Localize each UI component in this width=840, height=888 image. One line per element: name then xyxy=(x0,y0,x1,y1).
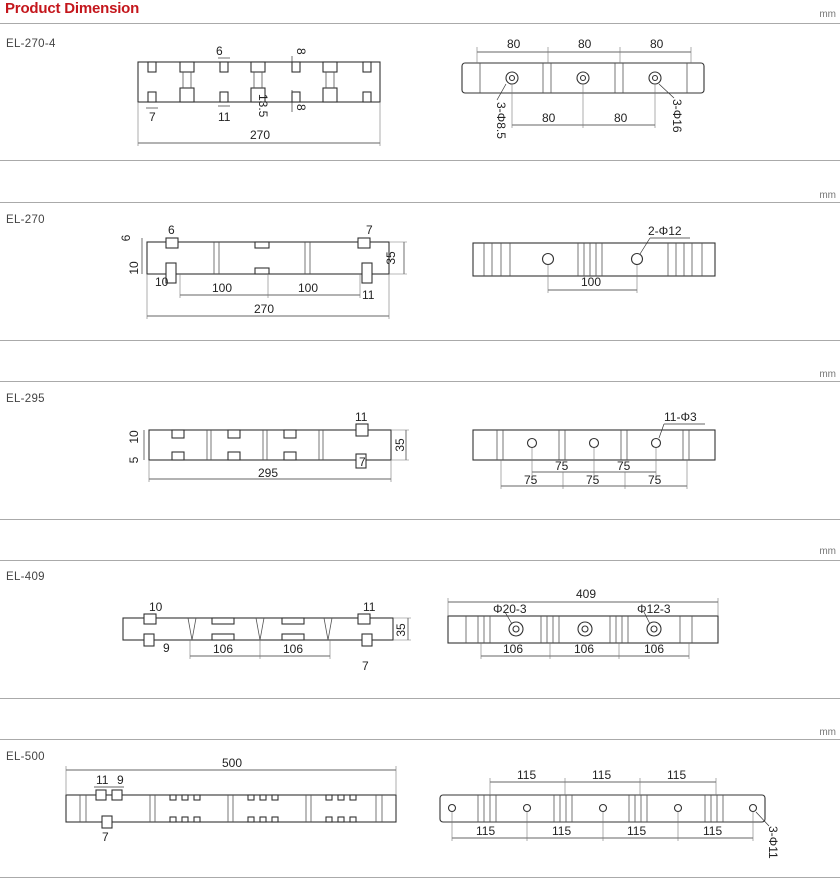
dimension-label: 11 xyxy=(218,110,231,124)
divider xyxy=(0,877,840,878)
divider xyxy=(0,698,840,699)
dimension-label: 100 xyxy=(212,281,232,295)
hole-spec-label: 11-Φ3 xyxy=(664,410,697,424)
dimension-label: 115 xyxy=(703,824,722,838)
dimension-label: 106 xyxy=(644,642,664,656)
dimension-label: 35 xyxy=(394,623,408,637)
page-title: Product Dimension xyxy=(5,0,140,17)
front-view xyxy=(141,237,407,319)
dimension-label: 6 xyxy=(168,223,175,237)
dimension-label: 115 xyxy=(627,824,646,838)
dimension-label: 35 xyxy=(393,438,407,452)
hole-spec-label: Φ12-3 xyxy=(637,602,671,616)
dimension-label: 75 xyxy=(555,459,569,473)
dimension-label: 295 xyxy=(258,466,278,480)
dimension-label: 100 xyxy=(581,275,601,289)
hole-spec-label: 3-Φ8.5 xyxy=(494,102,508,139)
front-view xyxy=(143,423,409,482)
top-view xyxy=(472,423,716,489)
divider xyxy=(0,202,840,203)
top-view xyxy=(461,47,705,128)
dimension-label: 7 xyxy=(359,455,366,469)
divider xyxy=(0,560,840,561)
divider xyxy=(0,739,840,740)
dimension-label: 80 xyxy=(650,37,664,51)
dimension-label: 9 xyxy=(117,773,124,787)
dimension-label: 10 xyxy=(127,261,141,275)
dimension-label: 10 xyxy=(149,600,163,614)
dimension-label: 106 xyxy=(283,642,303,656)
dimension-label: 8 xyxy=(294,48,308,55)
section-el-500: 500 11 9 7 115 115 115 115 115 115 115 3… xyxy=(65,756,780,859)
dimension-label: 6 xyxy=(119,234,133,241)
hole-spec-label: 3-Φ11 xyxy=(766,826,780,859)
hole-spec-label: 2-Φ12 xyxy=(648,224,682,238)
dimension-label: 75 xyxy=(617,459,631,473)
dimension-label: 75 xyxy=(648,473,662,487)
model-label: EL-270 xyxy=(6,214,45,226)
dimension-label: 106 xyxy=(213,642,233,656)
unit-label: mm xyxy=(819,727,836,738)
dimension-label: 115 xyxy=(476,824,495,838)
dimension-label: 35 xyxy=(384,251,398,265)
dimension-label: 100 xyxy=(298,281,318,295)
dimension-label: 115 xyxy=(592,768,611,782)
unit-label: mm xyxy=(819,369,836,380)
unit-label: mm xyxy=(819,9,836,20)
section-el-295: 11 10 35 5 7 295 11-Φ3 75 75 75 75 75 xyxy=(127,410,716,489)
section-el-409: 10 11 35 9 106 106 7 409 Φ20-3 Φ12-3 106… xyxy=(122,587,719,673)
dimension-label: 80 xyxy=(614,111,628,125)
dimension-label: 9 xyxy=(163,641,170,655)
dimension-label: 6 xyxy=(216,44,223,58)
dimension-label: 270 xyxy=(254,302,274,316)
dimension-label: 75 xyxy=(524,473,538,487)
dimension-label: 11 xyxy=(362,288,375,302)
dimension-label: 270 xyxy=(250,128,270,142)
dimension-label: 409 xyxy=(576,587,596,601)
hole-spec-label: 3-Φ16 xyxy=(670,99,684,133)
hole-spec-label: Φ20-3 xyxy=(493,602,527,616)
divider xyxy=(0,340,840,341)
unit-label: mm xyxy=(819,546,836,557)
dimension-label: 80 xyxy=(507,37,521,51)
dimension-label: 7 xyxy=(102,830,109,844)
dimension-label: 80 xyxy=(578,37,592,51)
dimension-label: 7 xyxy=(149,110,156,124)
divider xyxy=(0,381,840,382)
top-view xyxy=(447,598,719,659)
divider xyxy=(0,23,840,24)
top-view xyxy=(439,778,770,841)
section-el-270: 6 7 6 10 35 10 100 100 11 270 2-Φ12 100 xyxy=(119,223,716,319)
dimension-label: 11 xyxy=(363,600,376,614)
dimension-label: 8 xyxy=(294,104,308,111)
dimension-label: 11 xyxy=(96,773,109,787)
dimension-label: 75 xyxy=(586,473,600,487)
dimension-label: 80 xyxy=(542,111,556,125)
model-label: EL-295 xyxy=(6,393,45,405)
model-label: EL-270-4 xyxy=(6,38,56,50)
dimension-label: 106 xyxy=(574,642,594,656)
dimension-label: 11 xyxy=(355,410,368,424)
dimension-label: 5 xyxy=(127,456,141,463)
divider xyxy=(0,519,840,520)
section-el-270-4: 6 8 7 11 13.5 8 270 80 80 80 80 80 3-Φ8.… xyxy=(137,37,705,146)
dimension-label: 500 xyxy=(222,756,242,770)
dimension-label: 115 xyxy=(552,824,571,838)
front-view xyxy=(137,56,381,146)
unit-label: mm xyxy=(819,190,836,201)
dimension-label: 10 xyxy=(127,430,141,444)
dimension-label: 115 xyxy=(667,768,686,782)
model-label: EL-500 xyxy=(6,751,45,763)
dimension-label: 7 xyxy=(362,659,369,673)
dimension-label: 13.5 xyxy=(256,94,270,118)
top-view xyxy=(472,237,716,293)
divider xyxy=(0,160,840,161)
dimension-label: 115 xyxy=(517,768,536,782)
dimension-label: 106 xyxy=(503,642,523,656)
front-view xyxy=(65,766,397,829)
dimension-label: 10 xyxy=(155,275,169,289)
model-label: EL-409 xyxy=(6,571,45,583)
dimension-label: 7 xyxy=(366,223,373,237)
front-view xyxy=(122,613,411,659)
